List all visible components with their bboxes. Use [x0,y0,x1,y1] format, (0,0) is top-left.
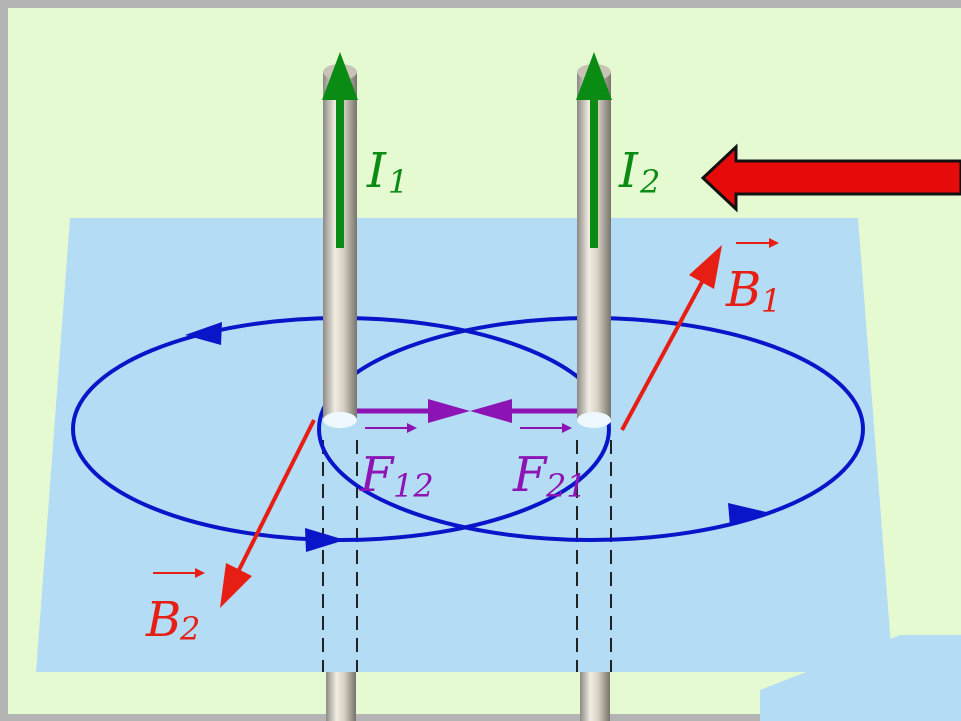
svg-text:F: F [512,447,548,503]
label-force-21: F 21 [512,423,587,505]
field-vector-b2 [220,419,316,608]
current-arrow-1 [322,52,358,248]
label-current-1: I 1 [366,143,408,201]
field-arrow-bottom-left [305,528,345,552]
force-vector-12 [357,399,470,423]
label-force-12: F 12 [359,423,434,505]
wire-1-lower [326,672,356,721]
decorative-corner [760,635,961,721]
wire-1-dashes [322,440,358,672]
wire-2-lower [580,672,610,721]
wire-2-dashes [576,440,612,672]
label-field-1: B 1 [725,238,781,320]
label-field-2: B 2 [145,568,205,648]
svg-text:I: I [366,143,387,199]
svg-text:1: 1 [388,163,408,201]
svg-text:B: B [725,262,761,318]
magnetic-plane [36,218,893,672]
svg-text:F: F [359,447,395,503]
field-arrow-top-left [185,322,222,345]
force-vector-21 [470,399,577,423]
svg-text:2: 2 [639,163,660,201]
svg-text:12: 12 [393,467,434,505]
field-arrow-bottom-right [728,503,766,526]
svg-text:21: 21 [545,467,587,505]
svg-text:1: 1 [761,282,781,320]
svg-text:I: I [618,143,639,199]
label-current-2: I 2 [618,143,660,201]
current-arrow-2 [576,52,612,248]
svg-text:2: 2 [179,610,200,648]
field-vector-b1 [620,245,722,431]
svg-text:B: B [145,592,181,648]
left-pointing-red-arrow-icon [700,143,961,213]
